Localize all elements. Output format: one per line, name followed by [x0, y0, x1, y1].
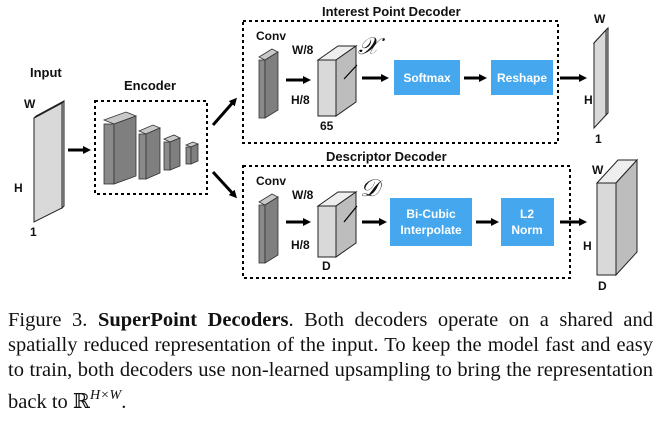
interest-output-depth-label: 1	[595, 132, 602, 146]
caption-math-base: ℝ	[72, 389, 90, 413]
bicubic-label-line1: Bi-Cubic	[406, 207, 456, 221]
softmax-box	[394, 60, 460, 95]
descriptor-output: W H D	[583, 158, 639, 293]
descriptor-output-h-label: H	[583, 239, 592, 253]
caption-paragraph: Figure 3. SuperPoint Decoders. Both deco…	[8, 308, 653, 415]
input-block: Input W H 1	[14, 65, 65, 239]
figure-caption: Figure 3. SuperPoint Decoders. Both deco…	[8, 308, 653, 415]
interest-h8-label: H/8	[291, 93, 310, 107]
interest-output-w-label: W	[594, 12, 606, 26]
interest-decoder-title: Interest Point Decoder	[322, 4, 461, 19]
caption-math-sup: H×W	[89, 388, 122, 403]
softmax-label: Softmax	[403, 71, 451, 85]
interest-output-h-label: H	[584, 93, 593, 107]
descriptor-h8-label: H/8	[291, 238, 310, 252]
l2-norm-box	[501, 198, 554, 246]
descriptor-decoder-title: Descriptor Decoder	[326, 149, 447, 164]
interest-symbol-pointer	[343, 64, 358, 80]
descriptor-output-depth-label: D	[598, 279, 607, 293]
encoder-block: Encoder	[94, 78, 208, 195]
reshape-box	[491, 60, 553, 95]
interest-symbol: 𝒳	[358, 32, 386, 60]
caption-label: Figure 3.	[8, 309, 88, 331]
interest-decoder-box	[242, 20, 559, 144]
descriptor-symbol: 𝒟	[360, 174, 384, 202]
interest-conv-label: Conv	[256, 29, 286, 43]
interest-depth-label: 65	[320, 119, 334, 133]
l2-label-line2: Norm	[511, 223, 542, 237]
caption-end: .	[121, 391, 127, 413]
caption-title: SuperPoint Decoders	[97, 309, 289, 331]
input-w-label: W	[24, 97, 36, 111]
input-title: Input	[30, 65, 62, 80]
bicubic-box	[390, 198, 472, 246]
bicubic-label-line2: Interpolate	[400, 223, 462, 237]
interest-point-decoder: Interest Point Decoder Conv W/8 H/8 65 𝒳…	[242, 4, 559, 144]
descriptor-conv-label: Conv	[256, 174, 286, 188]
superpoint-diagram: Input W H 1 Encoder Interest Point Dec	[14, 4, 639, 293]
input-depth-label: 1	[30, 225, 37, 239]
l2-label-line1: L2	[520, 207, 534, 221]
descriptor-w8-label: W/8	[292, 188, 314, 202]
descriptor-decoder-box	[242, 165, 571, 279]
descriptor-decoder: Descriptor Decoder Conv W/8 H/8 D 𝒟 Bi-C…	[242, 149, 571, 279]
caption-text: . Both decoders operate on a shared and …	[8, 309, 653, 413]
descriptor-depth-label: D	[322, 259, 331, 273]
arrow-encoder-interest	[211, 97, 237, 126]
reshape-label: Reshape	[497, 71, 547, 85]
descriptor-symbol-pointer	[343, 205, 358, 223]
interest-w8-label: W/8	[292, 43, 314, 57]
descriptor-output-w-label: W	[592, 163, 604, 177]
encoder-title: Encoder	[124, 78, 176, 93]
encoder-box	[94, 100, 208, 195]
interest-output: W H 1	[584, 12, 610, 146]
input-h-label: H	[14, 181, 23, 195]
arrow-encoder-descriptor	[211, 170, 238, 199]
